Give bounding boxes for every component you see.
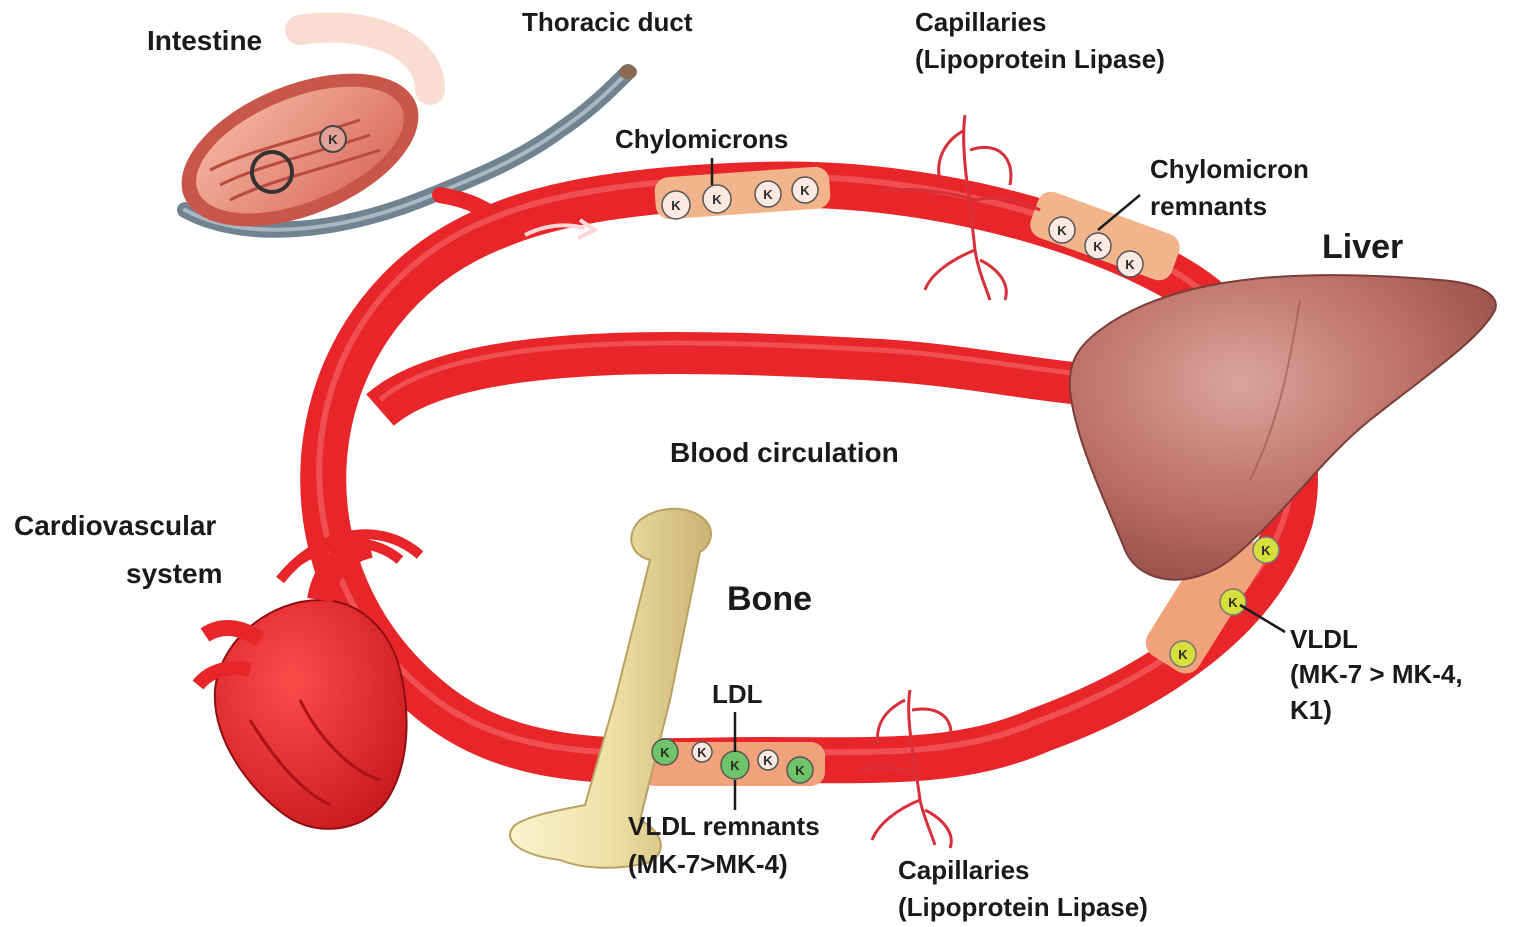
vldl-remnants-line-1: VLDL remnants bbox=[628, 812, 820, 841]
k-particle: K bbox=[1085, 233, 1111, 259]
k-particle: K bbox=[755, 181, 781, 207]
liver-label: Liver bbox=[1322, 228, 1403, 266]
thoracic-duct-label: Thoracic duct bbox=[522, 8, 692, 37]
k-particle: K bbox=[758, 750, 778, 770]
k-particle: K bbox=[662, 191, 690, 219]
svg-text:K: K bbox=[1057, 223, 1067, 238]
vldl-remnants-line-2: (MK-7>MK-4) bbox=[628, 850, 788, 879]
svg-text:K: K bbox=[1178, 647, 1188, 662]
k-particle: K bbox=[792, 177, 818, 203]
k-particle: K bbox=[787, 757, 813, 783]
svg-text:K: K bbox=[763, 753, 773, 768]
heart-illustration bbox=[198, 534, 420, 829]
k-particle: K bbox=[721, 751, 749, 779]
vldl-line-2: (MK-7 > MK-4, bbox=[1290, 660, 1463, 689]
svg-text:K: K bbox=[730, 758, 740, 773]
capillaries-bottom-line-1: Capillaries bbox=[898, 856, 1030, 885]
capillaries-top-line-1: Capillaries bbox=[915, 8, 1047, 37]
k-particle: K bbox=[1049, 217, 1075, 243]
intestine-label: Intestine bbox=[147, 25, 262, 56]
chylomicrons-label: Chylomicrons bbox=[615, 125, 788, 154]
k-particle: K bbox=[1170, 641, 1196, 667]
svg-text:K: K bbox=[1093, 239, 1103, 254]
svg-text:K: K bbox=[1228, 595, 1238, 610]
vldl-line-3: K1) bbox=[1290, 696, 1332, 725]
k-particle: K bbox=[1253, 537, 1279, 563]
svg-text:K: K bbox=[1125, 257, 1135, 272]
svg-text:K: K bbox=[763, 187, 773, 202]
svg-text:K: K bbox=[800, 183, 810, 198]
vldl-line-1: VLDL bbox=[1290, 625, 1358, 654]
intestine-k-particle: K bbox=[328, 132, 338, 147]
cardiovascular-line-2: system bbox=[126, 558, 223, 589]
k-particle: K bbox=[703, 185, 731, 213]
svg-text:K: K bbox=[697, 745, 707, 760]
svg-text:K: K bbox=[795, 763, 805, 778]
ldl-label: LDL bbox=[712, 680, 763, 709]
k-particle: K bbox=[692, 742, 712, 762]
chylomicron-remnants-line-2: remnants bbox=[1150, 192, 1267, 221]
svg-text:K: K bbox=[660, 745, 670, 760]
bone-label: Bone bbox=[727, 580, 812, 618]
svg-text:K: K bbox=[1261, 543, 1271, 558]
blood-circulation-label: Blood circulation bbox=[670, 437, 899, 468]
svg-text:K: K bbox=[712, 192, 722, 207]
svg-text:K: K bbox=[671, 198, 681, 213]
cardiovascular-line-1: Cardiovascular bbox=[14, 510, 216, 541]
capillaries-top-line-2: (Lipoprotein Lipase) bbox=[915, 45, 1165, 74]
k-particle: K bbox=[652, 739, 678, 765]
k-particle: K bbox=[1220, 589, 1246, 615]
capillaries-bottom-line-2: (Lipoprotein Lipase) bbox=[898, 893, 1148, 922]
chylomicron-remnants-line-1: Chylomicron bbox=[1150, 155, 1309, 184]
k-particle: K bbox=[1117, 251, 1143, 277]
